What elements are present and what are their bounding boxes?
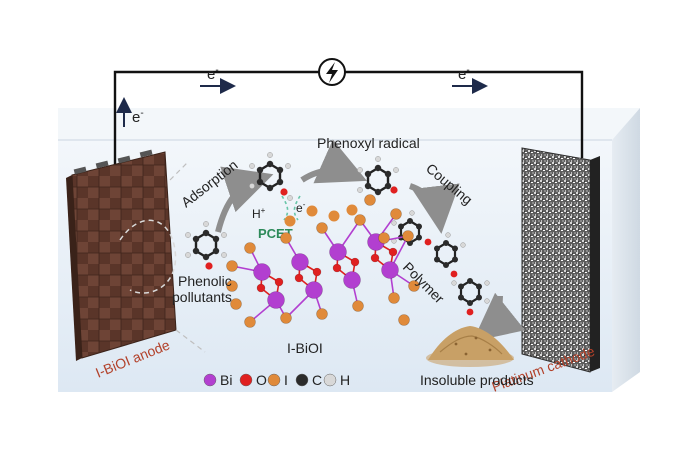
- phenoxyl-radical-label: Phenoxyl radical: [317, 135, 420, 151]
- iodine-atom: [316, 222, 328, 234]
- external-circuit: [113, 70, 584, 165]
- legend-marker-h: [323, 373, 337, 387]
- legend-label-c: C: [312, 372, 322, 388]
- phenolic-label-line2: pollutants: [172, 289, 232, 305]
- iodine-atom: [280, 232, 292, 244]
- ibioi-crystal-structure: [226, 194, 420, 328]
- atom-legend: Bi O I C H: [203, 372, 350, 388]
- iodine-atom: [352, 300, 364, 312]
- legend-label-o: O: [256, 372, 267, 388]
- phenol-molecule-start: [185, 221, 227, 270]
- products-label: Insoluble products: [420, 372, 534, 388]
- iodine-atom: [244, 242, 256, 254]
- electron-label-anode: e-: [132, 108, 144, 126]
- legend-label-bi: Bi: [220, 372, 232, 388]
- iodine-atom: [378, 232, 390, 244]
- bismuth-atom: [329, 243, 347, 261]
- legend-marker-c: [295, 373, 309, 387]
- polymer-chain: [391, 210, 490, 316]
- iodine-atom: [244, 316, 256, 328]
- proton-label: H+: [252, 206, 266, 221]
- bismuth-atom: [253, 263, 271, 281]
- catalyst-label: I-BiOI: [287, 340, 323, 356]
- oxygen-atom: [350, 257, 360, 267]
- reaction-arrows: [215, 139, 526, 342]
- bismuth-atom: [343, 271, 361, 289]
- iodine-atom: [398, 314, 410, 326]
- iodine-atom: [364, 194, 376, 206]
- bismuth-atom: [305, 281, 323, 299]
- iodine-atom: [408, 280, 420, 292]
- legend-marker-i: [267, 373, 281, 387]
- insoluble-products-pile: [426, 326, 514, 367]
- oxygen-atom: [256, 283, 266, 293]
- bismuth-atom: [267, 291, 285, 309]
- iodine-atom: [316, 308, 328, 320]
- iodine-atom: [226, 280, 238, 292]
- iodine-atom: [402, 230, 414, 242]
- oxygen-atom: [294, 273, 304, 283]
- bismuth-atom: [291, 253, 309, 271]
- iodine-atom: [388, 292, 400, 304]
- electron-label-right: e-: [458, 65, 470, 83]
- phenol-molecule-adsorbed: [249, 152, 293, 201]
- pcet-electron-label: e-: [296, 200, 306, 215]
- iodine-atom: [226, 260, 238, 272]
- iodine-atom: [354, 214, 366, 226]
- oxygen-atom: [332, 263, 342, 273]
- legend-marker-o: [239, 373, 253, 387]
- iodine-atom: [390, 208, 402, 220]
- lightning-icon: [318, 58, 346, 86]
- legend-marker-bi: [203, 373, 217, 387]
- oxygen-atom: [370, 253, 380, 263]
- phenolic-label-line1: Phenolic: [178, 273, 232, 289]
- electron-label-left: e-: [207, 65, 219, 83]
- anode-electrode: [66, 149, 206, 361]
- iodine-atom: [280, 312, 292, 324]
- oxygen-atom: [274, 277, 284, 287]
- phenoxyl-radical-molecule: [357, 156, 399, 196]
- iodine-atoms-floating: [284, 204, 358, 227]
- bismuth-atom: [381, 261, 399, 279]
- pcet-transfer: [281, 195, 301, 221]
- oxygen-atom: [388, 247, 398, 257]
- oxygen-atom: [312, 267, 322, 277]
- cathode-electrode: [521, 147, 600, 373]
- iodine-atom: [230, 298, 242, 310]
- legend-label-i: I: [284, 372, 288, 388]
- legend-label-h: H: [340, 372, 350, 388]
